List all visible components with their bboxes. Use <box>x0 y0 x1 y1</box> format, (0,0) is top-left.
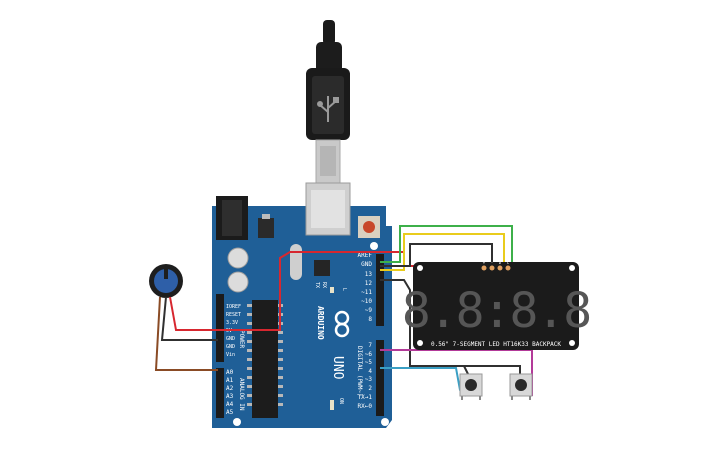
usb-cable <box>306 20 350 185</box>
yellow-wire <box>380 233 505 271</box>
display-pin-d: D <box>499 260 502 265</box>
power-label: POWER <box>238 330 245 348</box>
display-pin-minus: - <box>491 260 493 265</box>
brand-label: ARDUINO <box>316 306 325 340</box>
digital-pin-gnd: GND <box>361 261 372 268</box>
model-label: UNO <box>330 356 345 380</box>
black-wire-gnd <box>380 279 469 375</box>
analog-label-a0: A0 <box>226 369 234 376</box>
black-wire-pot-gnd <box>160 296 218 341</box>
digital-pin-13: 13 <box>365 271 373 278</box>
analog-label-a2: A2 <box>226 385 234 392</box>
digital-pin-9: ~9 <box>365 307 373 314</box>
header-label-ioref: IOREF <box>226 304 241 310</box>
digital-pin-5: ~5 <box>365 359 373 366</box>
digital-pin-4: 4 <box>368 368 372 375</box>
digital-pin-6: ~6 <box>365 351 373 358</box>
digital-pin-12: 12 <box>365 280 373 287</box>
header-label-vin: Vin <box>226 352 235 358</box>
digital-pin-10: ~10 <box>361 298 372 305</box>
black-wire-display <box>380 243 493 267</box>
digital-pin-1: TX→1 <box>358 394 373 401</box>
display-pin-plus: + <box>483 260 486 265</box>
push-button-1[interactable] <box>459 373 483 400</box>
digital-pin-8: 8 <box>368 316 372 323</box>
digital-pin-11: ~11 <box>361 289 372 296</box>
analog-label-a1: A1 <box>226 377 234 384</box>
usb-icon <box>317 96 339 122</box>
display-caption: 0.56" 7-SEGMENT LED HT16K33 BACKPACK <box>431 341 561 348</box>
header-label-gnd1: GND <box>226 336 235 342</box>
infinity-logo-icon <box>334 310 350 338</box>
green-wire <box>380 225 513 266</box>
led-label-tx: TX <box>314 282 320 288</box>
on-label: ON <box>338 398 344 404</box>
analog-label-a5: A5 <box>226 409 234 416</box>
led-label-rx: RX <box>321 282 327 288</box>
reset-button[interactable] <box>358 216 380 238</box>
header-label-reset: RESET <box>226 312 241 318</box>
push-button-2[interactable] <box>509 373 533 400</box>
digital-pin-0: RX←0 <box>358 403 373 410</box>
display-pin-c: C <box>507 260 510 265</box>
display-digits: 8.8:8.8 <box>402 283 590 339</box>
brown-wire-pot-a0 <box>154 296 218 371</box>
display-pins: + - D C <box>481 260 511 271</box>
seven-segment-display: + - D C 8.8:8.8 0.56" 7-SEGMENT LED HT16… <box>402 260 592 350</box>
digital-pin-3: ~3 <box>365 376 373 383</box>
header-label-gnd2: GND <box>226 344 235 350</box>
analog-in-label: ANALOG IN <box>238 378 245 411</box>
wires <box>154 225 533 397</box>
arduino-board: IOREF RESET 3.3V 5V GND GND Vin A0 A1 A2… <box>212 182 392 428</box>
digital-pin-7: 7 <box>368 342 372 349</box>
blue-wire-pin4 <box>380 367 467 397</box>
header-label-3v3: 3.3V <box>226 320 238 326</box>
digital-pin-aref: AREF <box>358 252 373 259</box>
analog-label-a3: A3 <box>226 393 234 400</box>
led-label-l: L <box>341 288 347 291</box>
black-wire-buttons <box>410 365 521 374</box>
potentiometer[interactable] <box>149 264 183 298</box>
digital-pin-2: 2 <box>368 385 372 392</box>
analog-label-a4: A4 <box>226 401 234 408</box>
atmega-chip <box>247 300 283 418</box>
digital-label: DIGITAL (PWM~) <box>356 346 363 397</box>
